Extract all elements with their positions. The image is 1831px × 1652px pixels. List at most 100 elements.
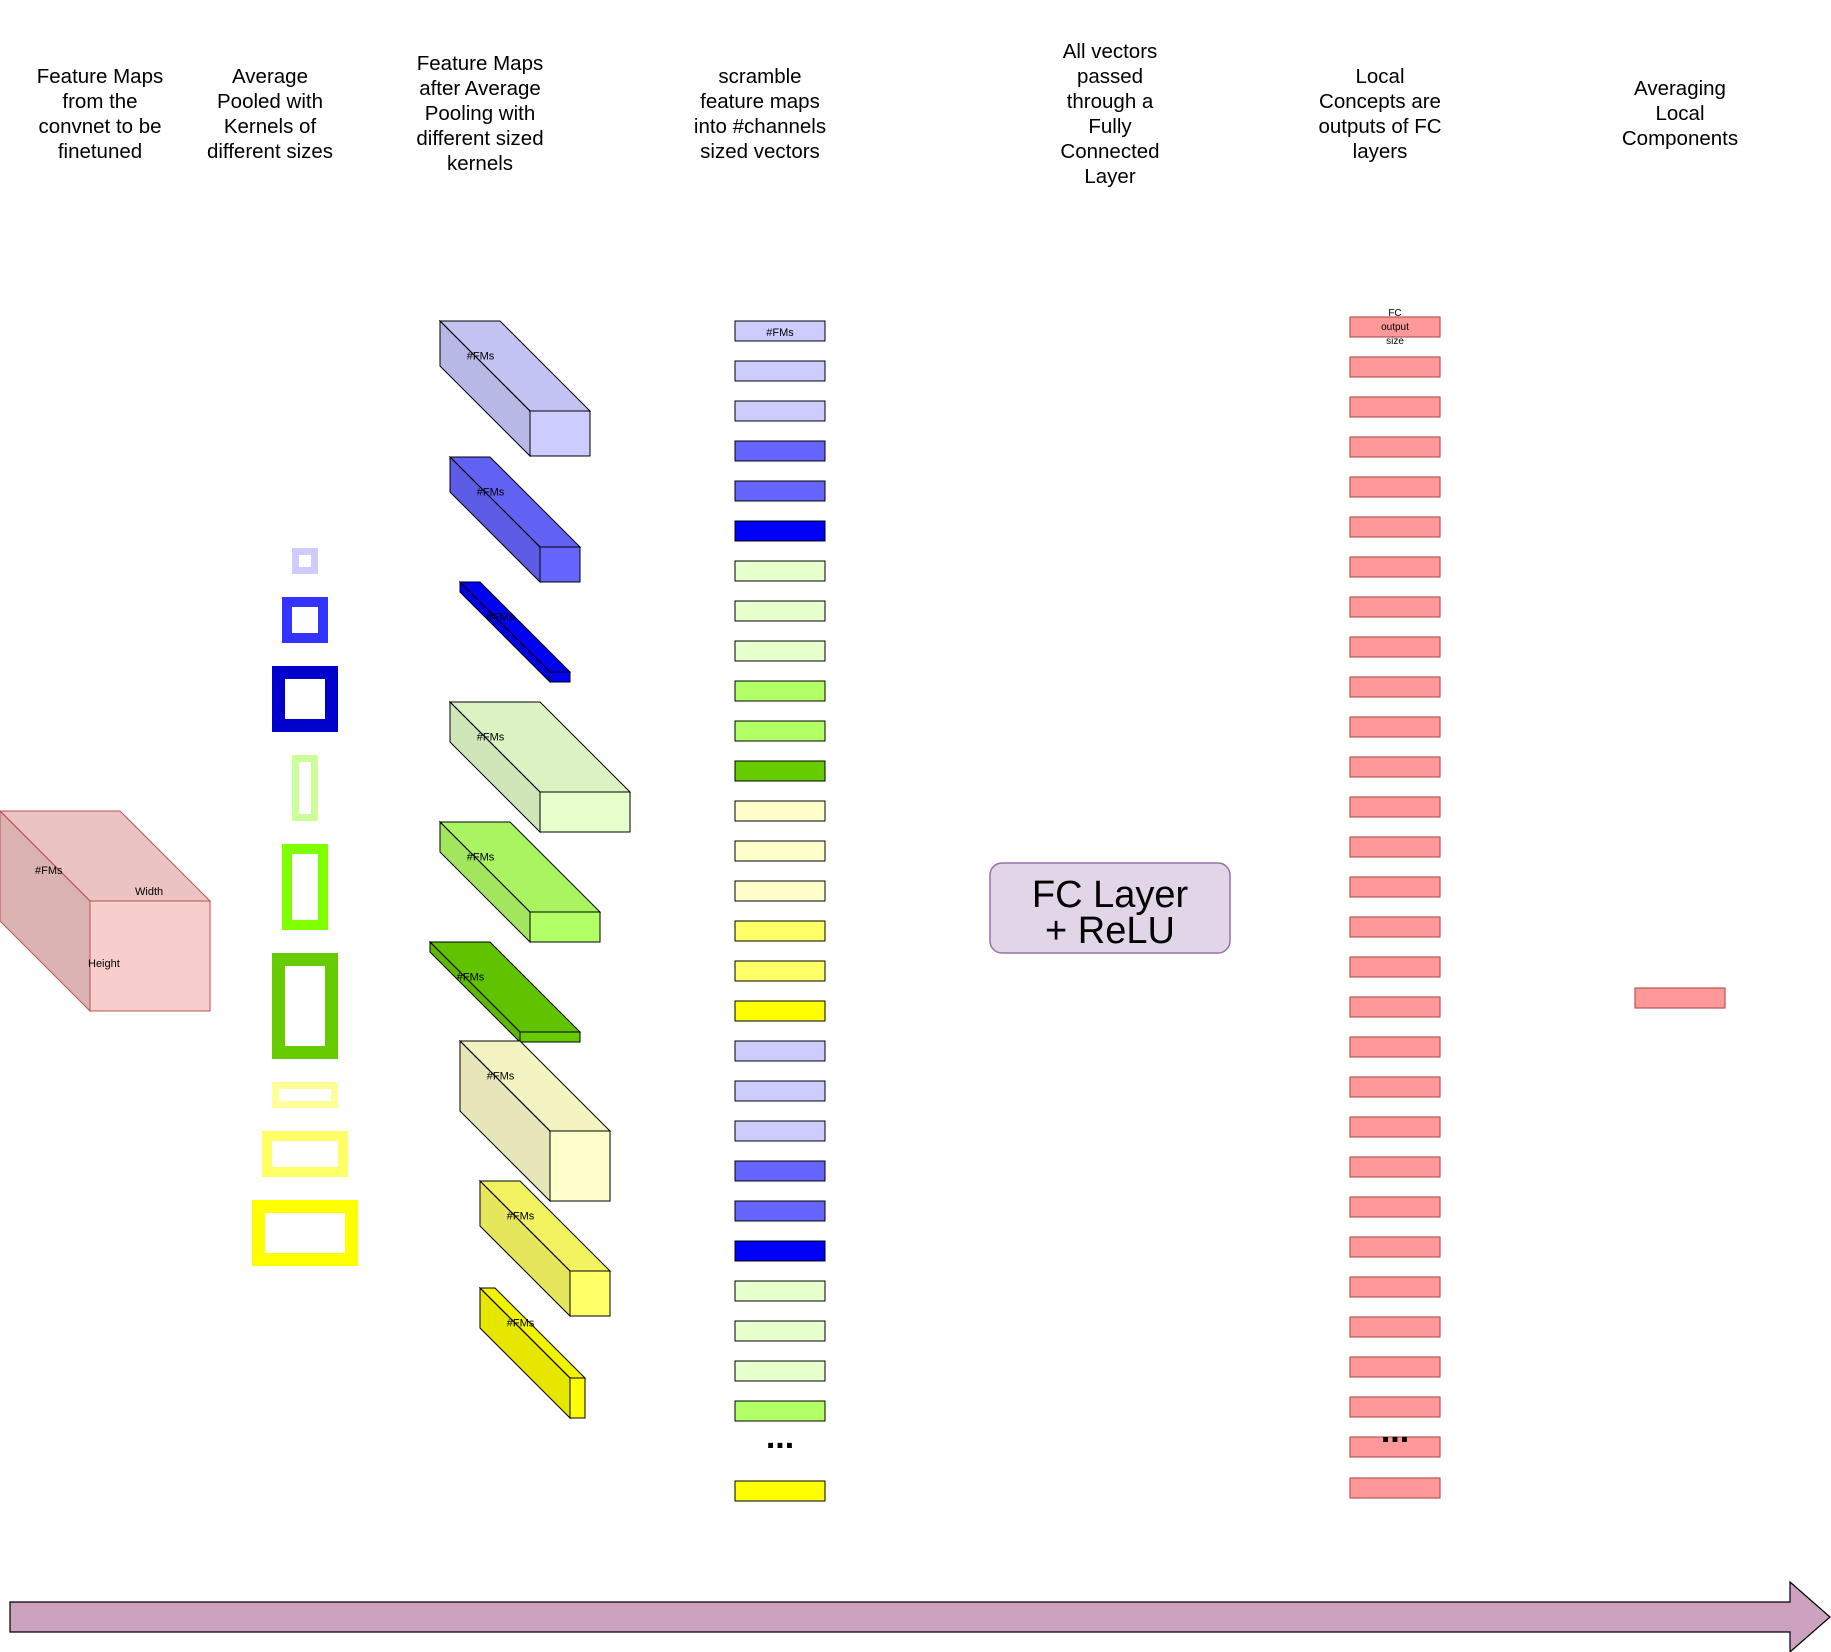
scramble-vector-9: [734, 640, 826, 662]
pooled-map-label-1: #FMs: [467, 351, 495, 363]
kernel-8: [262, 1131, 348, 1177]
header-avg-pooled: Average Pooled with Kernels of different…: [206, 65, 334, 163]
header-scramble: scramble feature maps into #channels siz…: [693, 65, 827, 163]
scramble-vector-11: [734, 720, 826, 742]
scramble-vector-8: [734, 600, 826, 622]
pooled-map-8-edge: [479, 1180, 571, 1272]
scramble-vector-16: [734, 920, 826, 942]
pooled-map-3: [458, 580, 572, 684]
scramble-vector-7: [734, 560, 826, 582]
pooled-map-4-front: [539, 791, 631, 833]
pooled-map-8-front: [569, 1270, 611, 1317]
fc-layer-line2: + ReLU: [1045, 910, 1175, 952]
kernel-9: [252, 1200, 358, 1266]
header-averaging: Averaging Local Components: [1621, 77, 1739, 150]
scramble-vector-2: [734, 360, 826, 382]
pooled-map-9-edge: [479, 1287, 571, 1379]
pooled-map-2-edge: [449, 456, 541, 548]
pooled-map-9: [478, 1286, 587, 1420]
concept-vector-20: [1349, 1076, 1441, 1098]
scramble-vector-22: [734, 1160, 826, 1182]
kernel-2: [282, 597, 328, 643]
concept-vector-4: [1349, 436, 1441, 458]
scramble-vectors-column: #FMs: [734, 320, 826, 1502]
concept-vector-1: [1349, 316, 1441, 338]
concept-vector-19: [1349, 1036, 1441, 1058]
scramble-vector-3: [734, 400, 826, 422]
pooled-map-7: [458, 1039, 612, 1203]
pooled-map-5-front: [529, 911, 601, 943]
input-cube-shape-front: [89, 900, 211, 1012]
pooled-map-1-edge: [439, 320, 531, 412]
input-channels-label: #FMs: [35, 865, 63, 877]
concept-vector-3: [1349, 396, 1441, 418]
pooled-map-6-edge: [429, 941, 521, 1033]
pooled-map-3-front: [549, 671, 571, 683]
pooled-map-label-4: #FMs: [477, 732, 505, 744]
scramble-vector-5: [734, 480, 826, 502]
concept-vector-15: [1349, 876, 1441, 898]
scramble-vector-18: [734, 1000, 826, 1022]
scramble-vector-4: [734, 440, 826, 462]
concept-vector-11: [1349, 716, 1441, 738]
kernel-7: [272, 1082, 338, 1108]
pooled-map-6: [428, 940, 582, 1044]
concept-label-line3: size: [1386, 336, 1404, 347]
concept-vector-14: [1349, 836, 1441, 858]
fc-layer-line1: FC Layer: [1032, 874, 1189, 916]
concept-vector-8: [1349, 596, 1441, 618]
scramble-vector-label: #FMs: [766, 327, 794, 339]
concept-vector-21: [1349, 1116, 1441, 1138]
scramble-vector-17: [734, 960, 826, 982]
concept-vector-18: [1349, 996, 1441, 1018]
scramble-vector-23: [734, 1200, 826, 1222]
local-concepts-column: [1349, 316, 1441, 1499]
input-height-label: Height: [88, 958, 120, 970]
concept-vector-13: [1349, 796, 1441, 818]
pooled-map-label-3: #FMs: [487, 612, 515, 624]
pooled-map-3-top: [458, 581, 572, 673]
timeline-arrow: [9, 1580, 1831, 1652]
concept-vector-last: [1349, 1477, 1441, 1499]
scramble-vector-25: [734, 1280, 826, 1302]
pooled-map-3-side: [459, 580, 551, 684]
scramble-vector-19: [734, 1040, 826, 1062]
scramble-vector-12: [734, 760, 826, 782]
input-cube-shape-edge: [0, 810, 91, 902]
concept-vector-28: [1349, 1396, 1441, 1418]
concept-vector-23: [1349, 1196, 1441, 1218]
fc-layer-box: [989, 862, 1231, 954]
scramble-vector-21: [734, 1120, 826, 1142]
pooled-map-label-7: #FMs: [487, 1071, 515, 1083]
concept-label-line1: FC: [1388, 308, 1401, 319]
scramble-vector-15: [734, 880, 826, 902]
pooled-map-label-2: #FMs: [477, 487, 505, 499]
input-cube-shape: [0, 810, 212, 1013]
concept-vector-12: [1349, 756, 1441, 778]
pooled-map-1-front: [529, 410, 591, 457]
scramble-vector-27: [734, 1360, 826, 1382]
header-after-pooling: Feature Maps after Average Pooling with …: [416, 52, 544, 175]
concept-vector-9: [1349, 636, 1441, 658]
pooled-maps-column: #FMs#FMs#FMs#FMs#FMs#FMs#FMs#FMs#FMs: [428, 319, 632, 1420]
averaged-vector: [1634, 987, 1726, 1009]
concepts-ellipsis: ...: [1381, 1412, 1409, 1450]
concept-vector-7: [1349, 556, 1441, 578]
pooled-map-5: [438, 820, 602, 944]
scramble-vector-10: [734, 680, 826, 702]
concept-vector-16: [1349, 916, 1441, 938]
pooled-map-label-9: #FMs: [507, 1318, 535, 1330]
scramble-vector-24: [734, 1240, 826, 1262]
fc-layer-block: FC Layer + ReLU: [989, 862, 1231, 954]
kernel-1: [292, 548, 318, 574]
concept-vector-25: [1349, 1276, 1441, 1298]
header-local-concepts: Local Concepts are outputs of FC layers: [1318, 65, 1442, 163]
concept-vector-5: [1349, 476, 1441, 498]
pooled-map-8: [478, 1179, 612, 1318]
concept-vector-17: [1349, 956, 1441, 978]
pooled-map-6-front: [519, 1031, 581, 1043]
pooled-map-3-edge: [459, 581, 551, 673]
input-width-label: Width: [135, 886, 163, 898]
